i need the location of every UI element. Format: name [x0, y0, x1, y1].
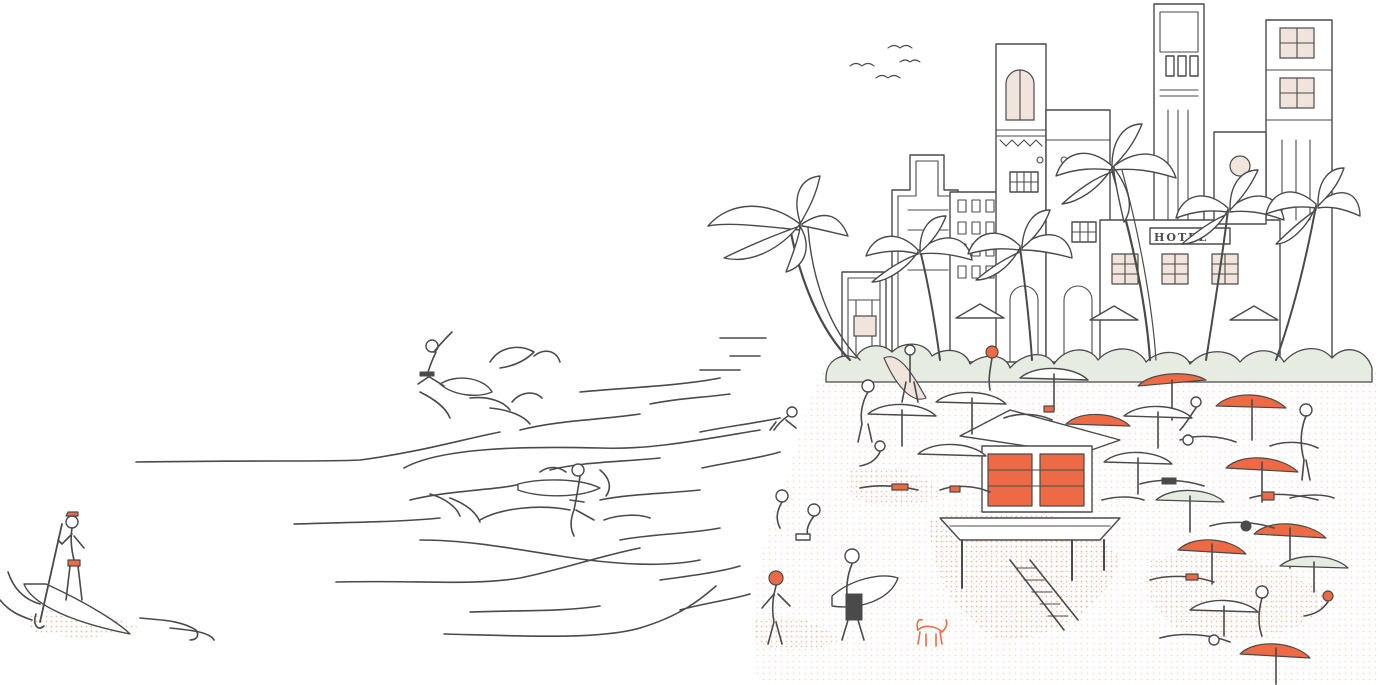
- building-stepped: [891, 154, 959, 361]
- hedge-row: [825, 343, 1373, 383]
- cabana-awnings: [955, 303, 1279, 321]
- beach-umbrella-icon: [867, 367, 1349, 685]
- child-crawling: [769, 406, 798, 431]
- building-mediterranean: [995, 43, 1111, 363]
- paddleboarder: [23, 511, 131, 635]
- beachgoers: [761, 344, 1335, 647]
- dog-icon: [916, 618, 948, 647]
- lifeguard-tower-icon: [939, 409, 1121, 631]
- surfer-wading: [517, 463, 601, 537]
- city-skyline: HOTEL: [841, 3, 1333, 363]
- bird-icon: [849, 44, 921, 79]
- ocean-waves: [0, 337, 781, 641]
- building-windows-grid: [949, 191, 1001, 363]
- palm-tree-icon: [707, 123, 1361, 362]
- surfer-riding-wave: [417, 331, 493, 396]
